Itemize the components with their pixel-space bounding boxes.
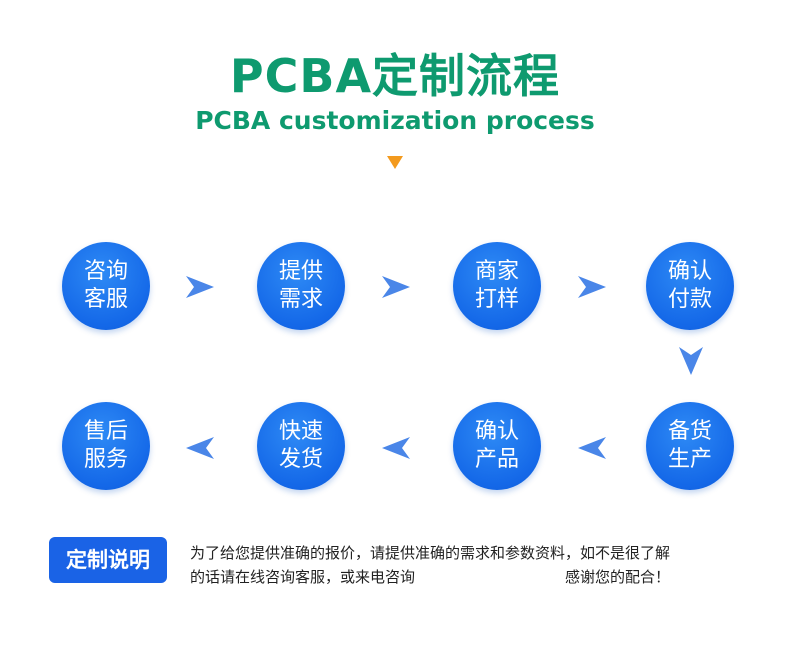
step-stock-production: 备货生产: [646, 402, 734, 490]
note-line-2-end: 感谢您的配合！: [565, 568, 671, 586]
step-label: 提供需求: [278, 259, 323, 312]
note-text: 为了给您提供准确的报价，请提供准确的需求和参数资料，如不是很了解 的话请在线咨询…: [190, 541, 750, 589]
arrow-right-icon: [382, 276, 410, 298]
step-label: 商家打样: [474, 259, 519, 312]
note-line-2: 的话请在线咨询客服，或来电咨询 感谢您的配合！: [190, 565, 750, 589]
step-confirm-payment: 确认付款: [646, 242, 734, 330]
step-confirm-product: 确认产品: [453, 402, 541, 490]
step-label: 咨询客服: [83, 259, 128, 312]
triangle-down-icon: [387, 156, 403, 169]
step-label: 备货生产: [667, 419, 712, 472]
step-fast-shipping: 快速发货: [257, 402, 345, 490]
note-line-2-start: 的话请在线咨询客服，或来电咨询: [190, 568, 416, 586]
step-label: 快速发货: [278, 419, 323, 472]
arrow-right-icon: [186, 276, 214, 298]
note-line-1: 为了给您提供准确的报价，请提供准确的需求和参数资料，如不是很了解: [190, 544, 671, 562]
arrow-right-icon: [578, 276, 606, 298]
step-after-sales: 售后服务: [62, 402, 150, 490]
page-title: PCBA定制流程: [229, 49, 561, 103]
step-merchant-sampling: 商家打样: [453, 242, 541, 330]
step-label: 确认产品: [474, 419, 519, 472]
step-provide-requirements: 提供需求: [257, 242, 345, 330]
arrow-left-icon: [382, 437, 410, 459]
step-label: 售后服务: [83, 419, 128, 472]
arrow-left-icon: [578, 437, 606, 459]
arrow-left-icon: [186, 437, 214, 459]
page-subtitle: PCBA customization process: [195, 106, 595, 135]
step-label: 确认付款: [667, 259, 712, 312]
arrow-down-icon: [679, 347, 703, 375]
note-badge: 定制说明: [49, 537, 167, 583]
redacted-area: [415, 570, 566, 585]
step-consult-service: 咨询客服: [62, 242, 150, 330]
